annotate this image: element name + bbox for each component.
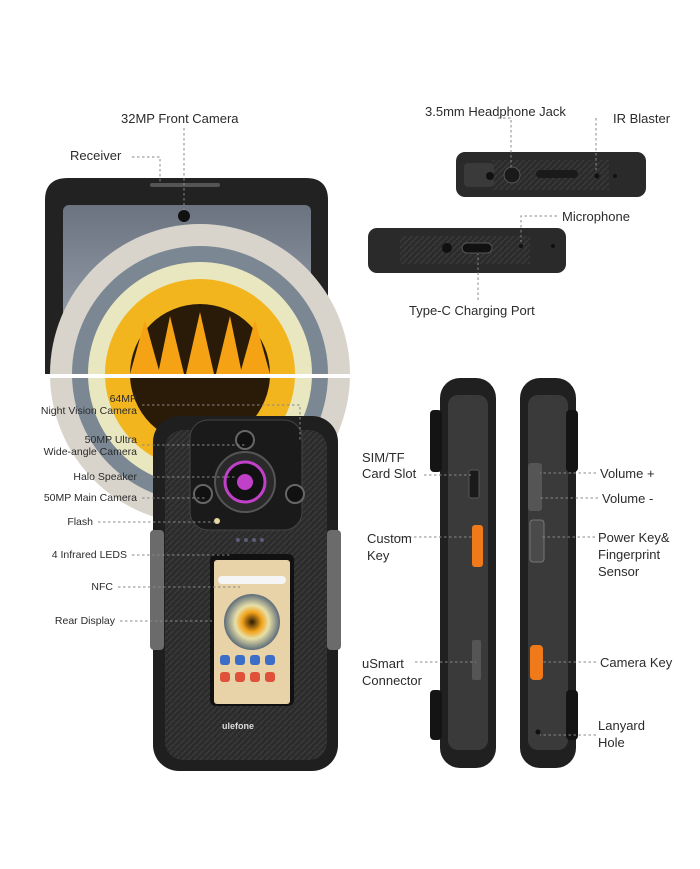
label-rear-display: Rear Display (54, 615, 115, 627)
label-main-camera: 50MP Main Camera (43, 492, 137, 504)
front-phone (0, 178, 700, 524)
label-type-c: Type-C Charging Port (409, 303, 535, 318)
custom-key (472, 525, 483, 567)
label-nfc: NFC (91, 581, 113, 593)
side-view-left (430, 378, 496, 768)
brand-logo: ulefone (222, 721, 255, 731)
label-receiver: Receiver (70, 148, 122, 163)
label-microphone: Microphone (562, 209, 630, 224)
label-front-camera: 32MP Front Camera (121, 111, 239, 126)
label-halo-speaker: Halo Speaker (73, 471, 137, 483)
camera-key (530, 645, 543, 680)
leader-lines (98, 117, 598, 736)
label-volume-down: Volume - (602, 491, 654, 506)
bottom-edge-view (368, 228, 566, 273)
front-camera-lens (178, 210, 190, 222)
label-ir-blaster: IR Blaster (613, 111, 671, 126)
label-headphone-jack: 3.5mm Headphone Jack (425, 104, 566, 119)
top-edge-view (456, 152, 646, 197)
label-volume-up: Volume + (600, 466, 655, 481)
label-flash: Flash (67, 516, 93, 528)
receiver-slot (150, 183, 220, 187)
back-phone (150, 416, 341, 771)
label-infrared: 4 Infrared LEDS (51, 549, 127, 561)
label-camera-key: Camera Key (600, 655, 673, 670)
side-view-right (520, 378, 578, 768)
